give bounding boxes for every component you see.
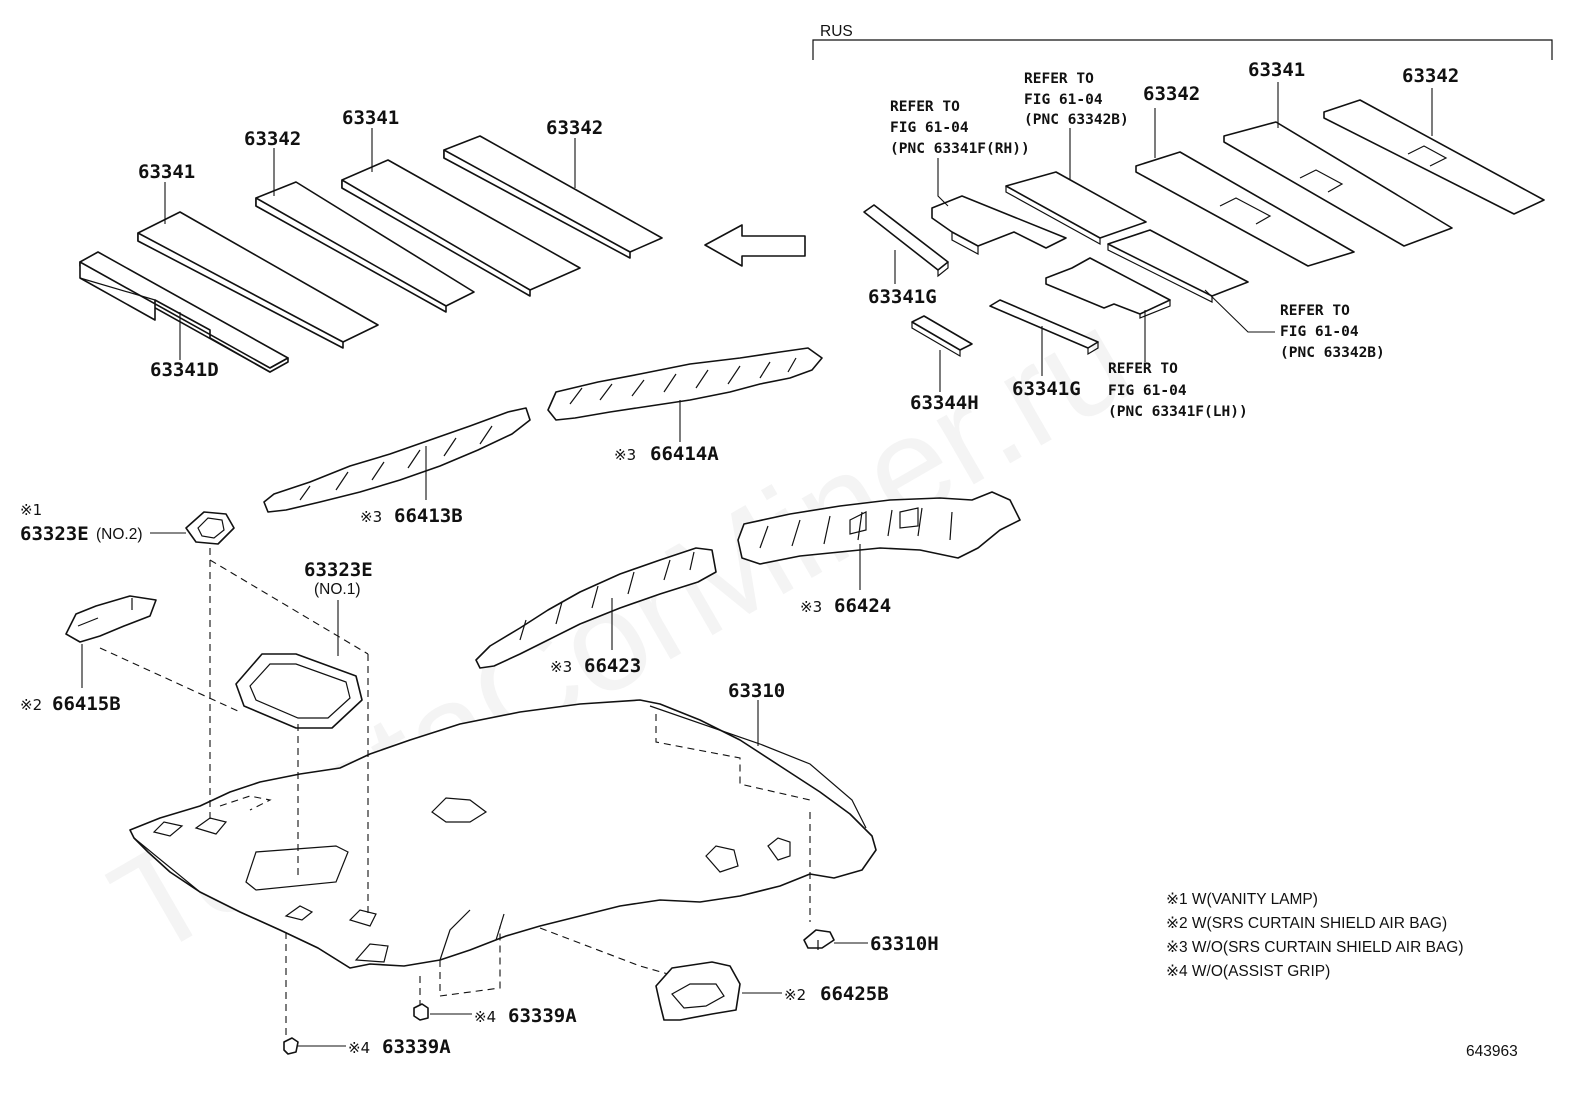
pad-63342b-mid[interactable] [1107, 229, 1249, 303]
mark-66414a: ※3 [614, 446, 636, 464]
pad-63342-rus-a[interactable] [1135, 151, 1355, 267]
ref-top-line2: FIG 61-04 [1024, 92, 1103, 108]
rail-pad-66414a[interactable] [547, 347, 823, 421]
label-63341d: 63341D [150, 359, 219, 381]
label-63342-rus-b: 63342 [1402, 65, 1459, 87]
legend: ※1 W(VANITY LAMP) ※2 W(SRS CURTAIN SHIEL… [1166, 891, 1464, 980]
ref-lh-line1: REFER TO [1108, 361, 1178, 377]
label-66414a: 66414A [650, 443, 719, 465]
label-63323e-no2: 63323E [20, 523, 89, 545]
label-66415b: 66415B [52, 693, 121, 715]
mark-66425b: ※2 [784, 986, 806, 1004]
pad-63342-rus-b[interactable] [1323, 99, 1545, 215]
label-63341g-a: 63341G [868, 286, 937, 308]
pad-63342b-top[interactable] [1005, 171, 1147, 246]
pad-63341f-rh[interactable] [931, 195, 1067, 256]
mark-66413b: ※3 [360, 508, 382, 526]
lamp-63323e-no1[interactable] [235, 653, 363, 729]
rail-pad-66413b[interactable] [263, 407, 531, 513]
label-63310h: 63310H [870, 933, 939, 955]
pad-63341-front[interactable] [137, 211, 379, 349]
ref-top-line3: (PNC 63342B) [1024, 112, 1129, 128]
label-63323e-no1: 63323E [304, 559, 373, 581]
ref-rh-line2: FIG 61-04 [890, 120, 969, 136]
label-66425b: 66425B [820, 983, 889, 1005]
strip-63341g-b[interactable] [989, 299, 1099, 356]
label-63341g-b: 63341G [1012, 378, 1081, 400]
strip-63344h[interactable] [911, 315, 973, 358]
label-63341-front: 63341 [138, 161, 195, 183]
arrow-left-icon [704, 224, 806, 267]
ref-rh-line3: (PNC 63341F(RH)) [890, 141, 1030, 157]
legend-item-2: ※2 W(SRS CURTAIN SHIELD AIR BAG) [1166, 915, 1447, 932]
clip-63310h[interactable] [803, 929, 835, 950]
ref-rh-line1: REFER TO [890, 99, 960, 115]
label-63310: 63310 [728, 680, 785, 702]
pad-63341-rus[interactable] [1223, 121, 1453, 247]
label-63339a-lower: 63339A [382, 1036, 451, 1058]
label-66413b: 66413B [394, 505, 463, 527]
legend-item-4: ※4 W/O(ASSIST GRIP) [1166, 963, 1330, 980]
mark-63339a-upper: ※4 [474, 1008, 496, 1026]
mark-66423: ※3 [550, 658, 572, 676]
ref-mid-line1: REFER TO [1280, 303, 1350, 319]
pad-63341-b[interactable] [341, 159, 581, 297]
headliner-63310[interactable] [129, 699, 877, 969]
rus-bracket [812, 39, 1553, 60]
label-63342-b: 63342 [546, 117, 603, 139]
label-63342-rus-a: 63342 [1143, 83, 1200, 105]
strip-63341g-a[interactable] [863, 204, 949, 278]
label-63344h: 63344H [910, 392, 979, 414]
label-63339a-upper: 63339A [508, 1005, 577, 1027]
rus-label: RUS [820, 23, 853, 40]
sub-63323e-no1: (NO.1) [314, 581, 361, 598]
mark-66415b: ※2 [20, 696, 42, 714]
legend-item-1: ※1 W(VANITY LAMP) [1166, 891, 1318, 908]
mark-63339a-lower: ※4 [348, 1039, 370, 1057]
pad-63342-a[interactable] [255, 181, 475, 313]
pad-63342-b[interactable] [443, 135, 663, 259]
lamp-63323e-no2[interactable] [185, 511, 235, 545]
ref-mid-line2: FIG 61-04 [1280, 324, 1359, 340]
mark-63323e-no2: ※1 [20, 501, 42, 519]
legend-item-3: ※3 W/O(SRS CURTAIN SHIELD AIR BAG) [1166, 939, 1464, 956]
label-63341-rus: 63341 [1248, 59, 1305, 81]
pad-63341f-lh[interactable] [1045, 257, 1171, 319]
rail-pad-66424[interactable] [737, 491, 1021, 565]
ref-lh-line2: FIG 61-04 [1108, 383, 1187, 399]
label-66424: 66424 [834, 595, 891, 617]
label-63341-b: 63341 [342, 107, 399, 129]
figure-number: 643963 [1466, 1043, 1518, 1060]
sub-63323e-no2: (NO.2) [96, 526, 143, 543]
ref-mid-line3: (PNC 63342B) [1280, 345, 1385, 361]
rail-pad-66423[interactable] [475, 547, 717, 669]
cap-63339a-upper[interactable] [413, 1003, 429, 1021]
ref-top-line1: REFER TO [1024, 71, 1094, 87]
mark-66424: ※3 [800, 598, 822, 616]
ref-lh-line3: (PNC 63341F(LH)) [1108, 404, 1248, 420]
pad-63341d[interactable] [79, 251, 289, 373]
label-63342-a: 63342 [244, 128, 301, 150]
cover-66425b[interactable] [655, 961, 741, 1021]
label-66423: 66423 [584, 655, 641, 677]
cover-66415b[interactable] [65, 595, 157, 643]
cap-63339a-lower[interactable] [283, 1037, 299, 1055]
